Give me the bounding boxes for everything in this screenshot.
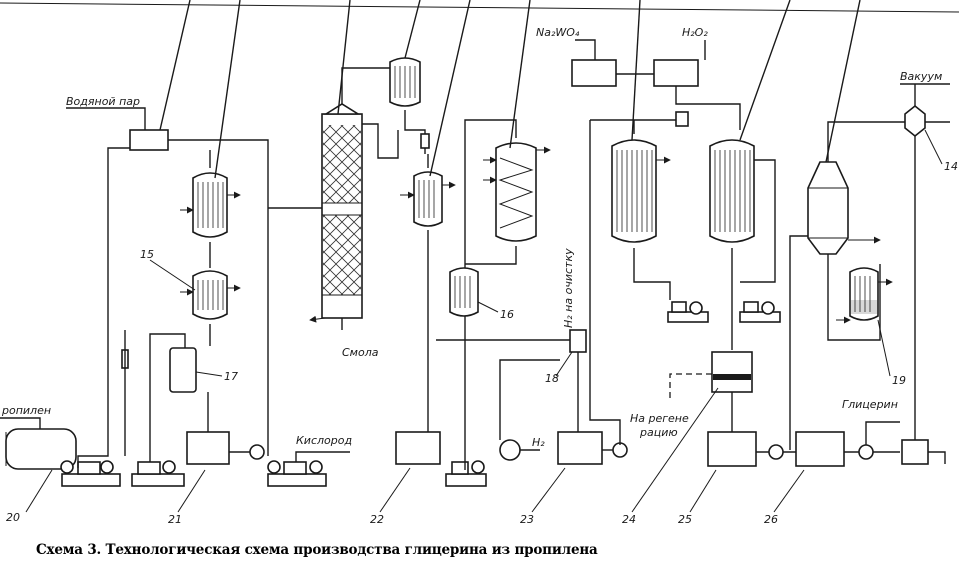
leader-line-3 xyxy=(337,0,351,115)
reactor-1-bottom-line xyxy=(633,248,671,300)
propylene-storage-tank xyxy=(5,428,77,470)
equipment-number-20: 20 xyxy=(6,511,20,524)
pump-26 xyxy=(858,444,874,460)
regeneration-line xyxy=(669,373,712,400)
peroxide-tank xyxy=(653,59,699,87)
water-steam-line xyxy=(66,107,146,130)
epoxidation-reactor-2 xyxy=(709,139,755,243)
column-side-line xyxy=(362,123,399,159)
collector-tank-23 xyxy=(557,431,603,465)
hydrogen-peroxide-label: H₂O₂ xyxy=(682,26,708,39)
leader-line-8 xyxy=(739,0,791,141)
reaction-column xyxy=(321,103,363,319)
recycle-line xyxy=(149,333,186,470)
hydrogen-return-line xyxy=(499,359,560,440)
frame-top-line xyxy=(0,2,959,13)
propylene-label: ропилен xyxy=(1,404,51,417)
equipment-number-21: 21 xyxy=(168,513,182,526)
equipment-number-24: 24 xyxy=(622,513,636,526)
column-overhead-line xyxy=(341,67,390,104)
glycerin-product-line xyxy=(865,421,900,445)
leader-line-4 xyxy=(404,0,421,59)
evaporator-feed-line xyxy=(789,235,808,450)
collector-tank-22 xyxy=(395,431,441,465)
valve-small xyxy=(420,133,430,149)
resin-label: Смола xyxy=(342,346,379,359)
sodium-tungstate-label: Na₂WO₄ xyxy=(536,26,580,39)
figure-caption: Схема 3. Технологическая схема производс… xyxy=(36,542,598,558)
steam-mixer xyxy=(129,129,169,151)
product-outlet-line xyxy=(928,451,946,464)
glycerin-product-vessel xyxy=(901,439,929,465)
equipment-number-25: 25 xyxy=(678,513,692,526)
equipment-number-22: 22 xyxy=(370,513,384,526)
water-steam-label: Водяной пар xyxy=(66,95,140,108)
reactor-recycle-line xyxy=(589,120,621,445)
compressor-22 xyxy=(445,460,487,487)
leader-line-9 xyxy=(825,0,861,163)
ion-exchanger-24 xyxy=(711,351,753,393)
heat-exchanger-middle xyxy=(413,171,443,227)
regeneration-label-line1: На регене xyxy=(630,412,689,425)
oxygen-label: Кислород xyxy=(296,434,352,447)
pump-25 xyxy=(768,444,784,460)
hydrogen-blower xyxy=(499,439,521,461)
pump-23 xyxy=(612,442,628,458)
vacuum-label: Вакуум xyxy=(900,70,942,83)
separator-17 xyxy=(169,347,197,393)
propylene-feed-line xyxy=(0,417,41,429)
leader-line-1 xyxy=(159,0,191,131)
dosing-valve xyxy=(675,111,689,127)
reactor-2-side-line xyxy=(740,159,776,283)
equipment-number-17: 17 xyxy=(224,370,238,383)
compressor-21 xyxy=(131,460,185,487)
oxygen-compressor xyxy=(267,460,327,487)
heat-exchanger-16 xyxy=(449,267,479,317)
equipment-number-18-left: 18 xyxy=(545,372,559,385)
steam-return-line xyxy=(168,139,269,456)
leader-line-6 xyxy=(509,0,531,149)
heat-exchanger-upper-left xyxy=(192,172,228,238)
tungstate-feed-line xyxy=(575,39,596,60)
collector-tank-26 xyxy=(795,431,845,467)
separator-18 xyxy=(569,329,587,353)
scrubber-bottom-line xyxy=(465,246,517,265)
regeneration-label-line2: рацию xyxy=(639,426,678,439)
propylene-line-to-heater xyxy=(77,147,130,468)
tungstate-tank xyxy=(571,59,617,87)
equipment-number-23: 23 xyxy=(520,513,534,526)
vacuum-separator-14 xyxy=(904,104,926,138)
equipment-number-19: 19 xyxy=(892,374,906,387)
evaporator-bottom-line xyxy=(827,254,881,341)
equipment-number-14: 14 xyxy=(944,160,958,173)
leader-line-2 xyxy=(214,0,241,179)
h2-purification-label: H₂ на очистку xyxy=(562,248,575,328)
h2-label: H₂ xyxy=(532,436,545,449)
pump-21 xyxy=(249,444,265,460)
evaporator xyxy=(807,161,849,255)
propylene-compressor xyxy=(60,460,121,487)
pump-reactor-2 xyxy=(739,301,781,323)
collector-tank-21 xyxy=(186,431,230,465)
pump-reactor-1 xyxy=(667,301,709,323)
peroxide-to-reactor-line xyxy=(675,86,741,130)
leader-line-7 xyxy=(631,0,641,141)
overhead-condenser xyxy=(389,57,421,107)
epoxidation-reactor-1 xyxy=(611,139,657,243)
scrubber-column xyxy=(495,142,537,242)
equipment-number-26: 26 xyxy=(764,513,778,526)
evaporator-vapour-line xyxy=(827,121,905,162)
oxygen-feed-line xyxy=(295,451,350,462)
leader-line-5 xyxy=(429,0,471,177)
collector-tank-25 xyxy=(707,431,757,467)
heat-exchanger-19 xyxy=(849,267,879,321)
equipment-number-16: 16 xyxy=(500,308,514,321)
glycerin-label: Глицерин xyxy=(842,398,898,411)
equipment-number-15: 15 xyxy=(140,248,154,261)
heat-exchanger-15 xyxy=(192,270,228,320)
